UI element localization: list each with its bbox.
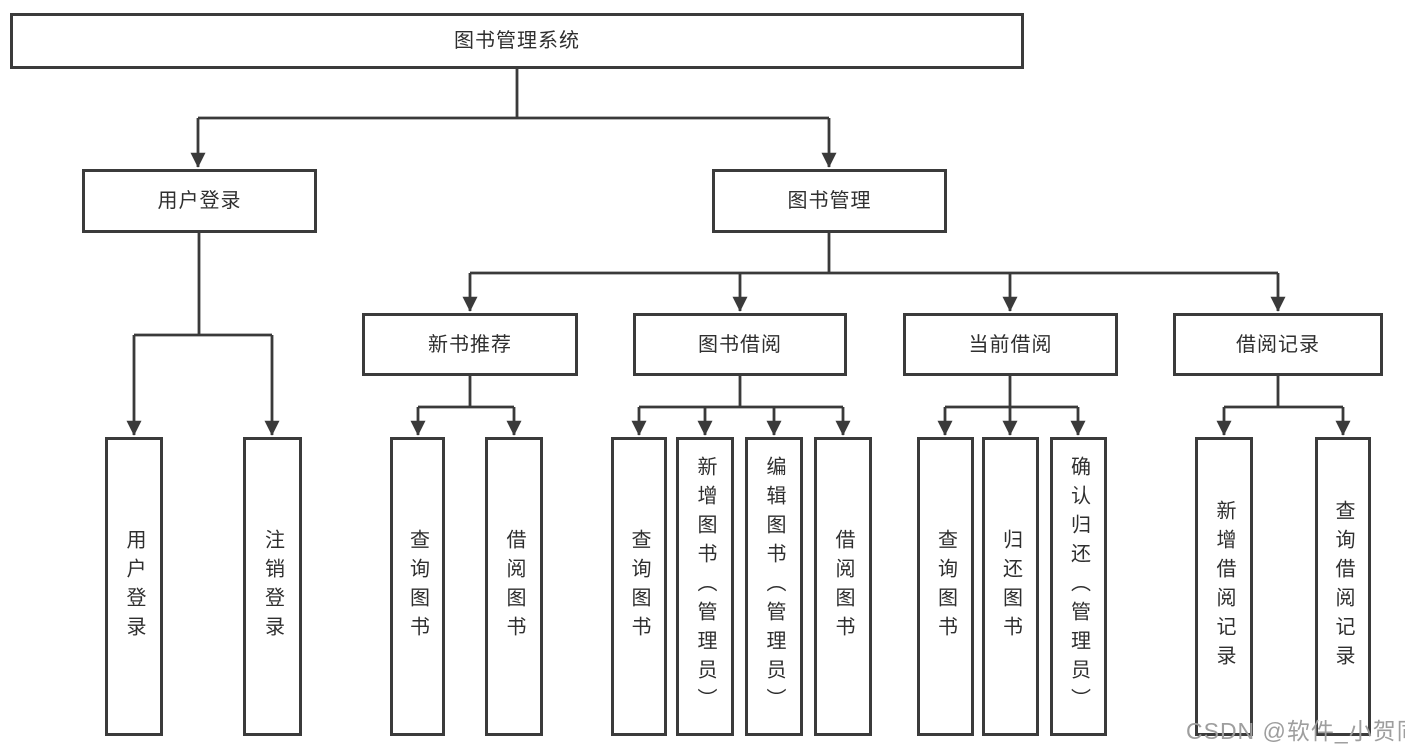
leaf-nbr-query-books: 查询图书 <box>390 437 445 736</box>
leaf-br-query-record: 查询借阅记录 <box>1315 437 1371 736</box>
node-borrow-records: 借阅记录 <box>1173 313 1383 376</box>
node-book-management-branch: 图书管理 <box>712 169 947 233</box>
leaf-cb-confirm-return-admin: 确认归还（管理员） <box>1050 437 1107 736</box>
leaf-cb-query-books: 查询图书 <box>917 437 974 736</box>
node-new-book-recommend: 新书推荐 <box>362 313 578 376</box>
node-book-borrow: 图书借阅 <box>633 313 847 376</box>
leaf-user-login: 用户登录 <box>105 437 163 736</box>
node-library-system: 图书管理系统 <box>10 13 1024 69</box>
leaf-cb-return-books: 归还图书 <box>982 437 1039 736</box>
leaf-bb-borrow-books: 借阅图书 <box>814 437 872 736</box>
leaf-bb-edit-books-admin: 编辑图书（管理员） <box>745 437 803 736</box>
watermark: CSDN @软件_小贺同学 <box>1186 718 1405 744</box>
leaf-bb-query-books: 查询图书 <box>611 437 667 736</box>
leaf-logout: 注销登录 <box>243 437 302 736</box>
leaf-nbr-borrow-books: 借阅图书 <box>485 437 543 736</box>
leaf-bb-add-books-admin: 新增图书（管理员） <box>676 437 734 736</box>
leaf-br-add-record: 新增借阅记录 <box>1195 437 1253 736</box>
node-user-login-branch: 用户登录 <box>82 169 317 233</box>
node-current-borrow: 当前借阅 <box>903 313 1118 376</box>
